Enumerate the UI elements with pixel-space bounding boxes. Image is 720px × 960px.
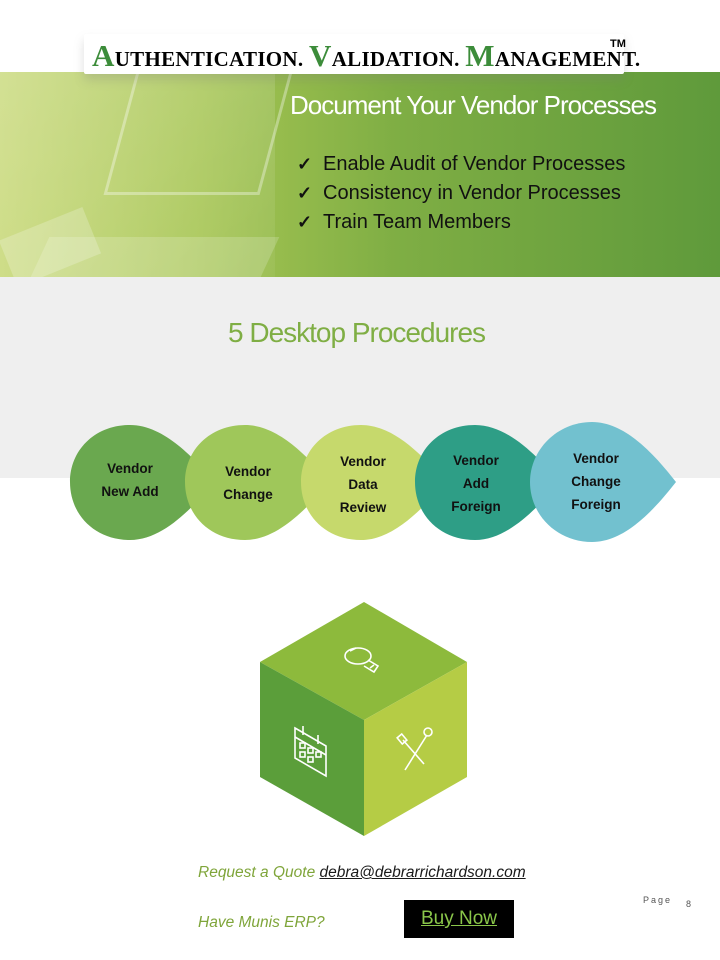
- cube-top-face: [260, 602, 467, 720]
- title-word-validation: ALIDATION.: [331, 47, 466, 71]
- benefit-checklist: ✓ Enable Audit of Vendor Processes ✓ Consi…: [297, 150, 625, 237]
- tools-icon: [396, 727, 433, 771]
- procedure-vendor-data-review: Vendor Data Review: [318, 450, 408, 519]
- procedure-label-line: Foreign: [451, 499, 501, 514]
- checklist-text: Train Team Members: [323, 211, 511, 233]
- procedure-vendor-change: Vendor Change: [203, 460, 293, 506]
- procedure-label-line: Review: [339, 500, 387, 515]
- checklist-item: ✓ Train Team Members: [297, 208, 625, 237]
- procedure-label-line: Change: [223, 487, 273, 502]
- procedure-label-line: New Add: [101, 484, 159, 499]
- lightbulb-icon: [344, 647, 380, 674]
- trademark: TM: [610, 38, 626, 50]
- procedure-label-line: Change: [571, 474, 621, 489]
- banner-heading: Document Your Vendor Processes: [290, 90, 657, 120]
- page-label: Page: [643, 895, 673, 905]
- procedure-shape-3: [301, 425, 446, 540]
- procedure-shape-4: [415, 425, 560, 540]
- document-title: AUTHENTICATION. VALIDATION. MANAGEMENT. …: [84, 34, 640, 74]
- procedure-vendor-add-foreign: Vendor Add Foreign: [431, 449, 521, 518]
- check-icon: ✓: [297, 212, 313, 232]
- procedure-vendor-change-foreign: Vendor Change Foreign: [551, 447, 641, 516]
- request-quote-label: Request a Quote: [198, 864, 320, 881]
- procedure-label-line: Foreign: [571, 497, 621, 512]
- buy-now-button[interactable]: Buy Now: [404, 900, 514, 938]
- email-link[interactable]: debra@debrarrichardson.com: [319, 864, 526, 881]
- calendar-icon: [294, 726, 327, 778]
- title-initial-v: V: [309, 38, 332, 73]
- banner: [0, 72, 720, 277]
- procedure-label-line: Vendor: [453, 453, 499, 468]
- procedure-shape-2: [185, 425, 330, 540]
- check-icon: ✓: [297, 154, 313, 174]
- checklist-text: Consistency in Vendor Processes: [323, 182, 621, 204]
- title-initial-m: M: [465, 38, 495, 73]
- section-heading: 5 Desktop Procedures: [228, 317, 486, 348]
- procedure-vendor-new-add: Vendor New Add: [85, 457, 175, 503]
- procedure-shapes: [70, 422, 676, 542]
- procedure-label-line: Vendor: [340, 454, 386, 469]
- procedure-label-line: Add: [462, 476, 490, 491]
- title-word-management: ANAGEMENT.: [494, 47, 641, 71]
- procedure-shape-1: [70, 425, 215, 540]
- procedure-label-line: Vendor: [573, 451, 619, 466]
- checklist-text: Enable Audit of Vendor Processes: [323, 153, 626, 175]
- cube-right-face: [364, 662, 467, 836]
- procedure-label-line: Vendor: [107, 461, 153, 476]
- procedure-label-line: Data: [348, 477, 378, 492]
- cube-left-face: [260, 662, 364, 836]
- request-quote-line: Request a Quote debra@debrarrichardson.c…: [198, 864, 526, 882]
- checklist-item: ✓ Consistency in Vendor Processes: [297, 179, 625, 208]
- checklist-item: ✓ Enable Audit of Vendor Processes: [297, 150, 625, 179]
- laptop-screen-shape: [103, 72, 293, 195]
- title-text: AUTHENTICATION. VALIDATION. MANAGEMENT.: [92, 38, 640, 74]
- page-number: 8: [686, 899, 692, 909]
- check-icon: ✓: [297, 183, 313, 203]
- procedure-label-line: Vendor: [225, 464, 271, 479]
- procedure-shape-5: [530, 422, 676, 542]
- laptop-photo: [0, 72, 293, 277]
- title-initial-a: A: [92, 38, 115, 73]
- munis-question: Have Munis ERP?: [198, 914, 325, 931]
- procedure-flow: Vendor New Add Vendor Change Vendor Data…: [0, 420, 720, 550]
- title-word-authentication: UTHENTICATION.: [114, 47, 309, 71]
